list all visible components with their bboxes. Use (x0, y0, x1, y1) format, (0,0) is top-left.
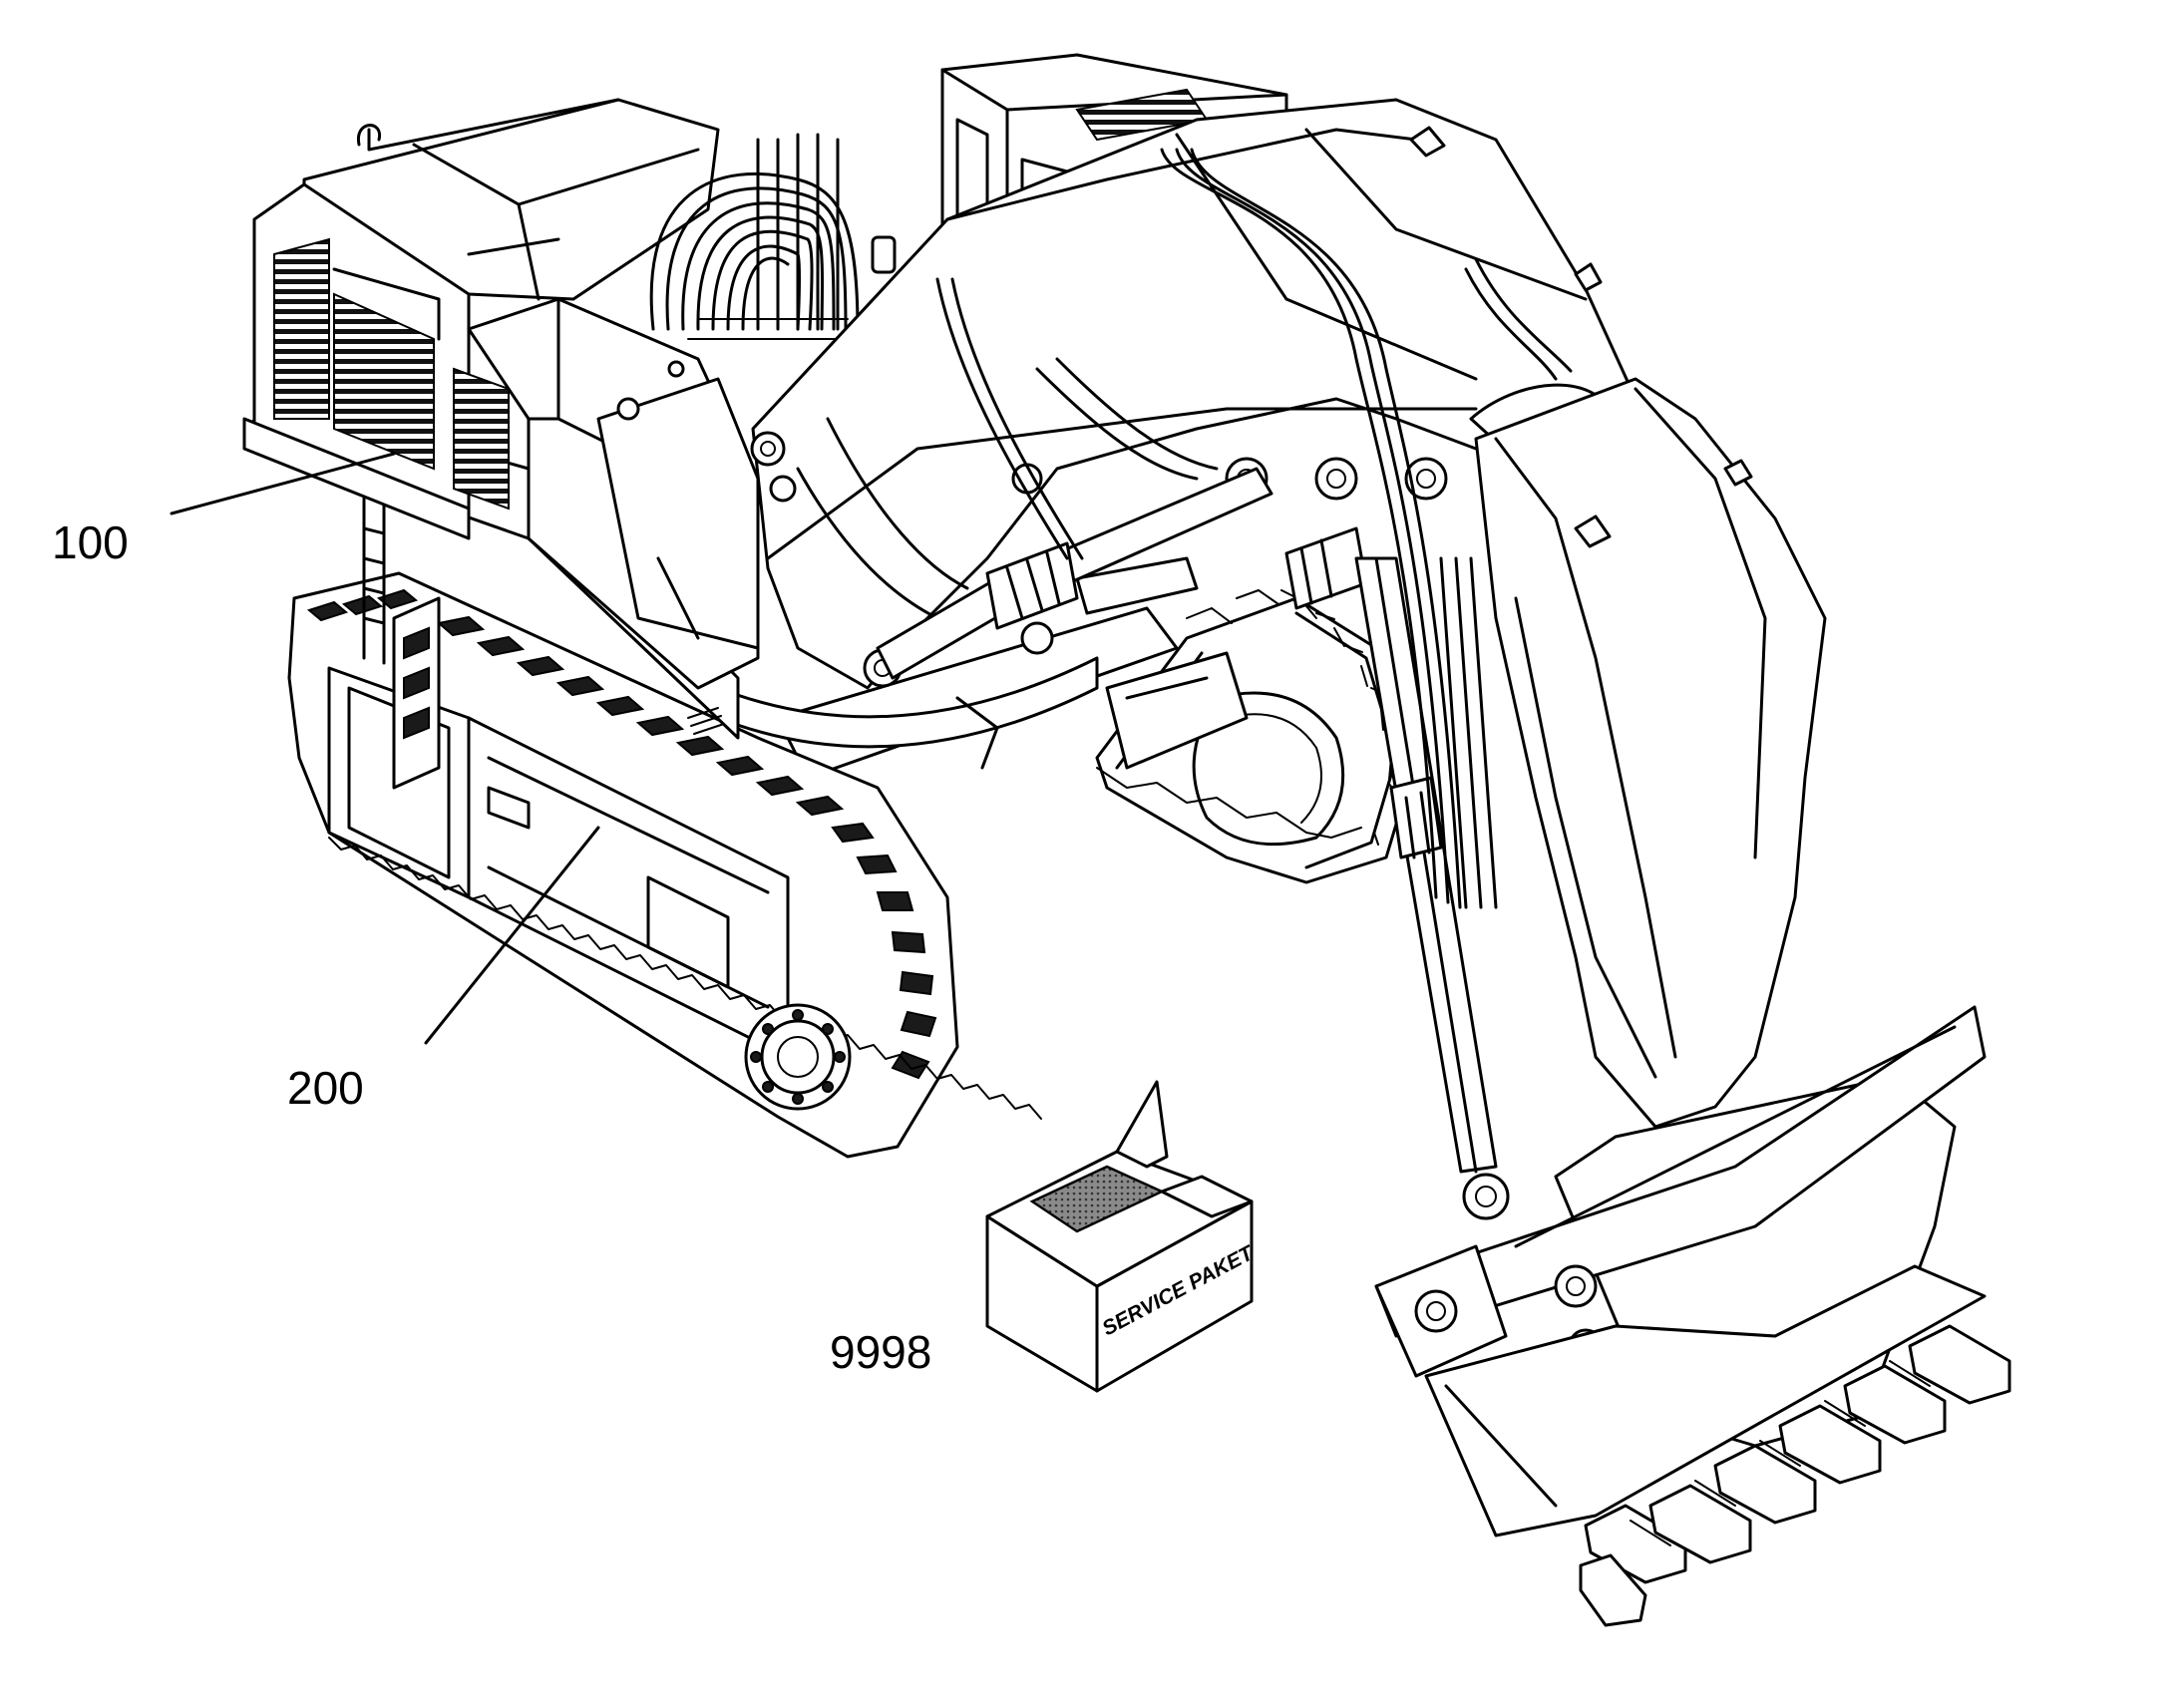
callout-9998: 9998 (830, 1326, 931, 1378)
boom-cylinder (876, 467, 1368, 680)
leader-100 (170, 452, 396, 515)
upper-structure (242, 98, 760, 740)
bucket-cylinder (1354, 556, 1510, 1220)
slewing-ring (716, 656, 1099, 770)
hydraulic-hoses (935, 148, 1573, 909)
leader-200 (424, 826, 600, 1045)
bucket-teeth (1579, 1324, 2011, 1627)
service-package-box: SERVICE PAKET (985, 1080, 1259, 1393)
near-crawler-track (287, 497, 1042, 1159)
stick-arm (1474, 377, 1827, 1129)
bucket (1374, 1005, 2011, 1627)
boom-pivot-pins (750, 431, 1448, 688)
drive-sprocket (744, 1003, 852, 1111)
hose-bundle (649, 133, 897, 340)
callout-leaders (170, 452, 600, 1045)
callout-200: 200 (287, 1062, 364, 1114)
callout-100: 100 (52, 516, 129, 568)
